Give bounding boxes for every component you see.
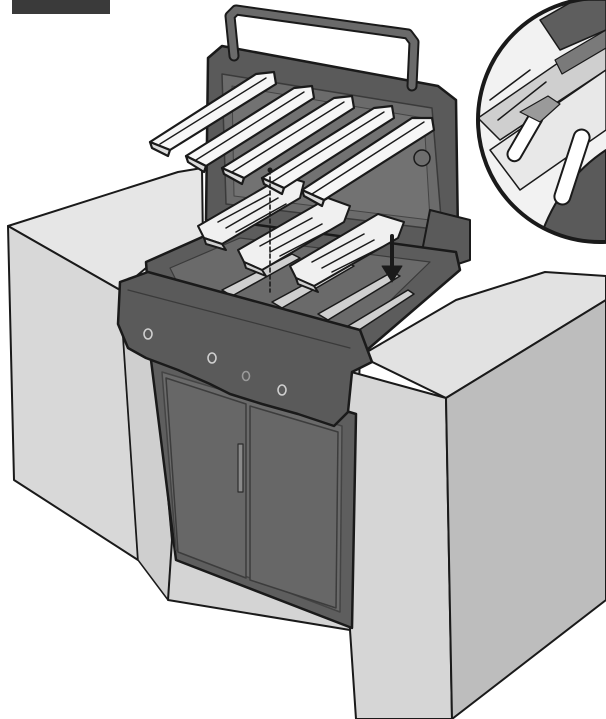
cabinet-door-right xyxy=(250,406,338,608)
control-knob-icon xyxy=(144,329,152,339)
control-knob-icon xyxy=(243,372,250,381)
control-knob-icon xyxy=(208,353,216,363)
door-handle-icon xyxy=(238,444,243,492)
control-knob-icon xyxy=(278,385,286,395)
cabinet-door-left xyxy=(166,378,246,578)
detail-zoom-circle xyxy=(470,0,606,250)
